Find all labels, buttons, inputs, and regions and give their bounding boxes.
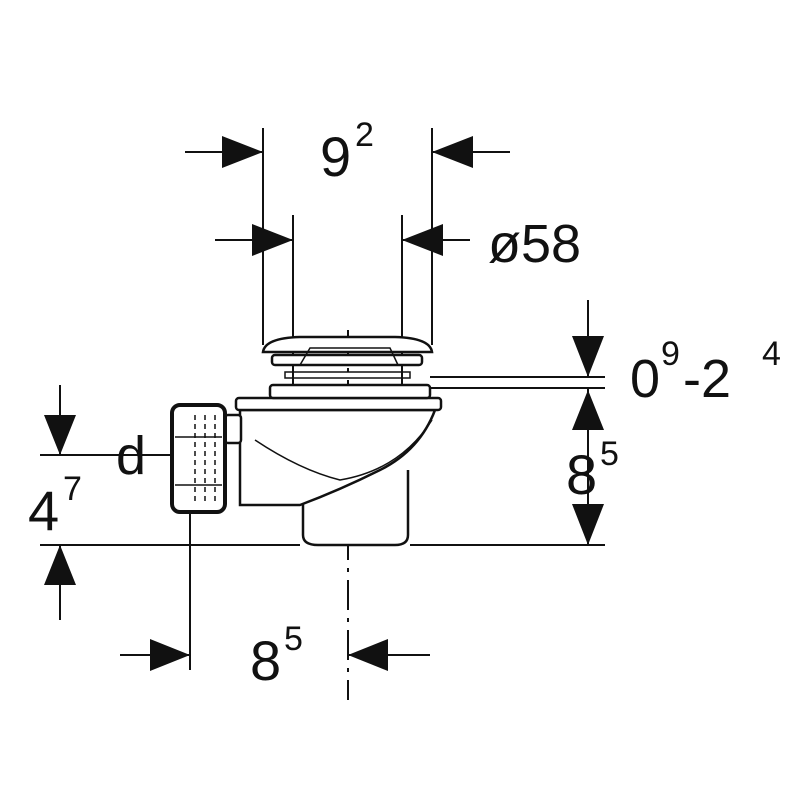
dimension-labels: 9 2 ø58 0 9 -2 4 8 5 d 4 7 8 5: [28, 116, 781, 692]
adjust-label-b: -2: [683, 349, 731, 409]
arrowheads: [44, 136, 604, 671]
drain-body: [170, 335, 443, 547]
outlet-offset-label-sup: 5: [284, 620, 303, 658]
diameter-label: ø58: [488, 214, 581, 274]
height-label: 8: [566, 443, 597, 506]
adjust-label-a-sup: 9: [661, 335, 680, 373]
outlet-offset-label: 8: [250, 629, 281, 692]
outlet-height-label: 4: [28, 479, 59, 542]
outlet-height-label-sup: 7: [63, 470, 82, 508]
outlet-d-label: d: [116, 426, 146, 486]
height-label-sup: 5: [600, 435, 619, 473]
width-label: 9: [320, 125, 351, 188]
adjust-label-a: 0: [630, 349, 660, 409]
adjust-label-b-sup: 4: [762, 335, 781, 373]
width-label-sup: 2: [355, 116, 374, 154]
